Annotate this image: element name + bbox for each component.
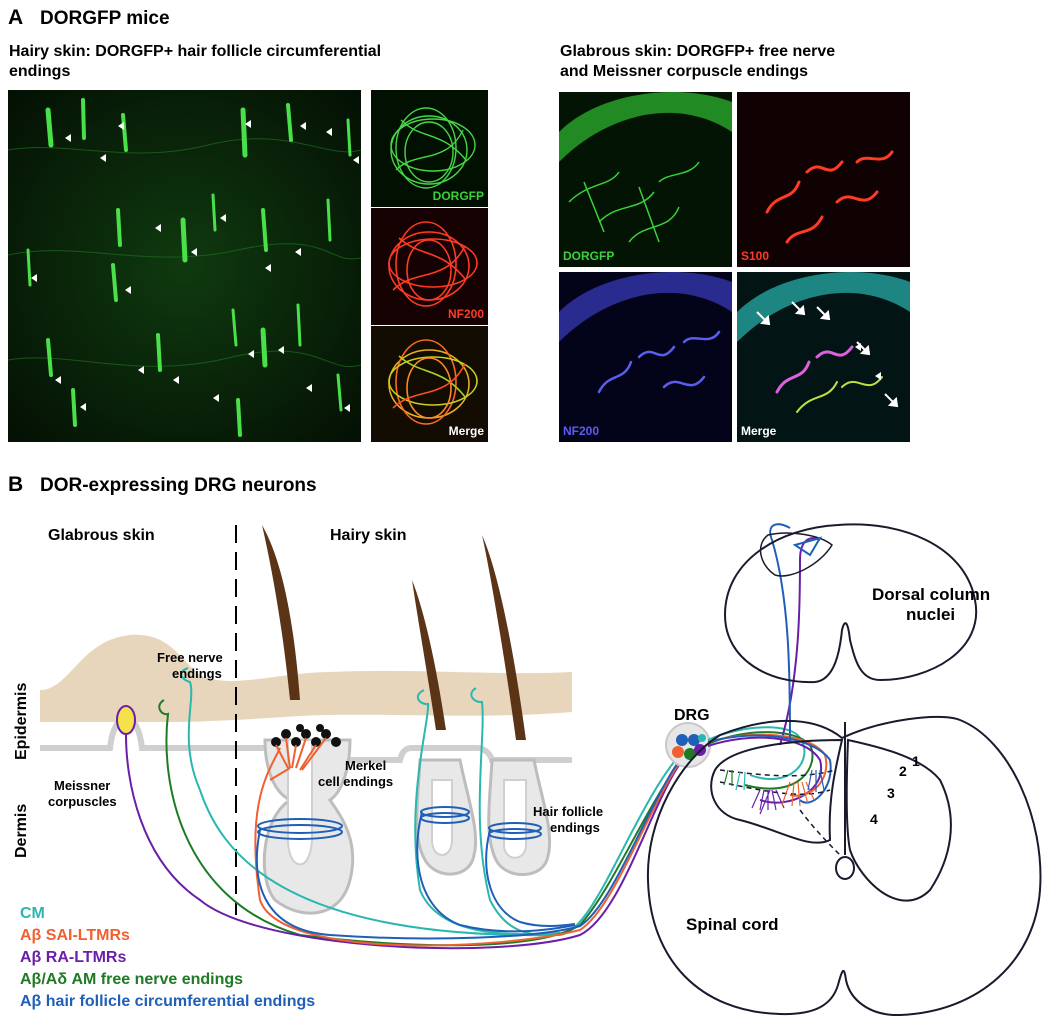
dermis-label: Dermis	[13, 804, 30, 858]
dorsal-column-nuclei-outline	[723, 523, 978, 684]
glabrous-nf200-micrograph: NF200	[559, 272, 732, 442]
glabrous-skin-heading-line1: Glabrous skin: DORGFP+ free nerve	[560, 43, 836, 60]
dorsal-horn-left	[710, 738, 844, 844]
panel-b-letter: B	[8, 473, 24, 496]
am-fiber	[158, 699, 703, 947]
panel-a-title: DORGFP mice	[40, 8, 170, 29]
fiber-legend: CM Aβ SAI-LTMRs Aβ RA-LTMRs Aβ/Aδ AM fre…	[20, 903, 315, 1013]
drg-label: DRG	[674, 707, 710, 724]
dor-neuron-diagram: Glabrous skin Hairy skin Epidermis Dermi…	[13, 523, 1042, 1017]
glabrous-skin-label: Glabrous skin	[48, 527, 155, 544]
hairy-dorgfp-micrograph: DORGFP	[371, 90, 488, 207]
cm-fiber-hairy-1	[414, 689, 561, 936]
legend-ra-ltmrs: Aβ RA-LTMRs	[20, 949, 127, 966]
sai-ltmr-fiber	[254, 737, 701, 947]
dcn-inner-outline	[759, 532, 833, 577]
hair-follicle-large	[262, 525, 355, 915]
lamina-2: 2	[899, 763, 907, 779]
glabrous-skin-heading-line2: and Meissner corpuscle endings	[560, 63, 809, 80]
panel-a-letter: A	[8, 6, 24, 29]
panel-b-title: DOR-expressing DRG neurons	[40, 475, 317, 496]
merkel-cells	[271, 724, 341, 747]
hair-follicle-label-line2: endings	[550, 820, 600, 835]
dorsal-horn-arbors	[723, 769, 825, 815]
hairy-skin-heading-line1: Hairy skin: DORGFP+ hair follicle circum…	[9, 43, 382, 60]
free-nerve-label-line2: endings	[172, 666, 222, 681]
glabrous-s100-micrograph: S100	[737, 92, 910, 267]
dcn-terminal	[792, 536, 823, 557]
merkel-label-line1: Merkel	[345, 758, 386, 773]
lamina-3: 3	[887, 785, 895, 801]
hairy-dorgfp-label: DORGFP	[432, 189, 484, 203]
hairy-nf200-label: NF200	[447, 307, 484, 321]
spinal-cord-label: Spinal cord	[686, 915, 779, 934]
lamina-4: 4	[870, 811, 878, 827]
glabrous-nf200-label: NF200	[563, 424, 600, 438]
legend-cm: CM	[20, 905, 45, 922]
legend-hair-follicle-endings: Aβ hair follicle circumferential endings	[20, 993, 316, 1010]
dcn-label-line1: Dorsal column	[872, 585, 990, 604]
hairy-merge-micrograph: Merge	[371, 326, 488, 442]
hair-follicle-signals	[8, 90, 361, 442]
merkel-branches	[269, 737, 327, 781]
central-canal	[835, 856, 855, 880]
dcn-label-line2: nuclei	[906, 605, 955, 624]
glabrous-dorgfp-label: DORGFP	[563, 249, 615, 263]
hairy-skin-heading: Hairy skin: DORGFP+ hair follicle circum…	[9, 42, 381, 82]
meissner-label-line1: Meissner	[54, 778, 110, 793]
glabrous-merge-micrograph: Merge	[737, 272, 910, 442]
circumferential-endings	[257, 806, 542, 840]
spinal-cord-outline	[646, 715, 1042, 1017]
glabrous-skin-heading: Glabrous skin: DORGFP+ free nerve and Me…	[560, 42, 835, 82]
glabrous-dorgfp-micrograph: DORGFP	[559, 92, 732, 267]
hairy-skin-micrograph	[8, 90, 361, 442]
legend-am-free-nerve-endings: Aβ/Aδ AM free nerve endings	[20, 971, 244, 988]
hair-follicle-label-line1: Hair follicle	[533, 804, 603, 819]
hairy-nf200-micrograph: NF200	[371, 208, 488, 325]
hf-fiber-mid	[416, 811, 576, 933]
legend-sai-ltmrs: Aβ SAI-LTMRs	[20, 927, 130, 944]
dorsal-horn-right	[845, 738, 952, 902]
free-nerve-label-line1: Free nerve	[157, 650, 223, 665]
lamina-1: 1	[912, 753, 920, 769]
meissner-corpuscle	[116, 705, 136, 735]
epidermis-label: Epidermis	[13, 683, 30, 760]
hf-fiber-right	[485, 829, 576, 927]
glabrous-s100-label: S100	[741, 249, 770, 263]
glabrous-merge-label: Merge	[741, 424, 777, 438]
drg-ganglion	[665, 722, 711, 768]
hf-fiber-large	[255, 737, 701, 940]
merkel-label-line2: cell endings	[318, 774, 393, 789]
meissner-label-line2: corpuscles	[48, 794, 117, 809]
hairy-skin-label: Hairy skin	[330, 527, 406, 544]
hair-follicle-middle	[412, 580, 478, 876]
hairy-merge-label: Merge	[448, 424, 484, 438]
ra-ltmr-fiber	[125, 734, 703, 950]
hairy-skin-heading-line2: endings	[9, 63, 71, 80]
